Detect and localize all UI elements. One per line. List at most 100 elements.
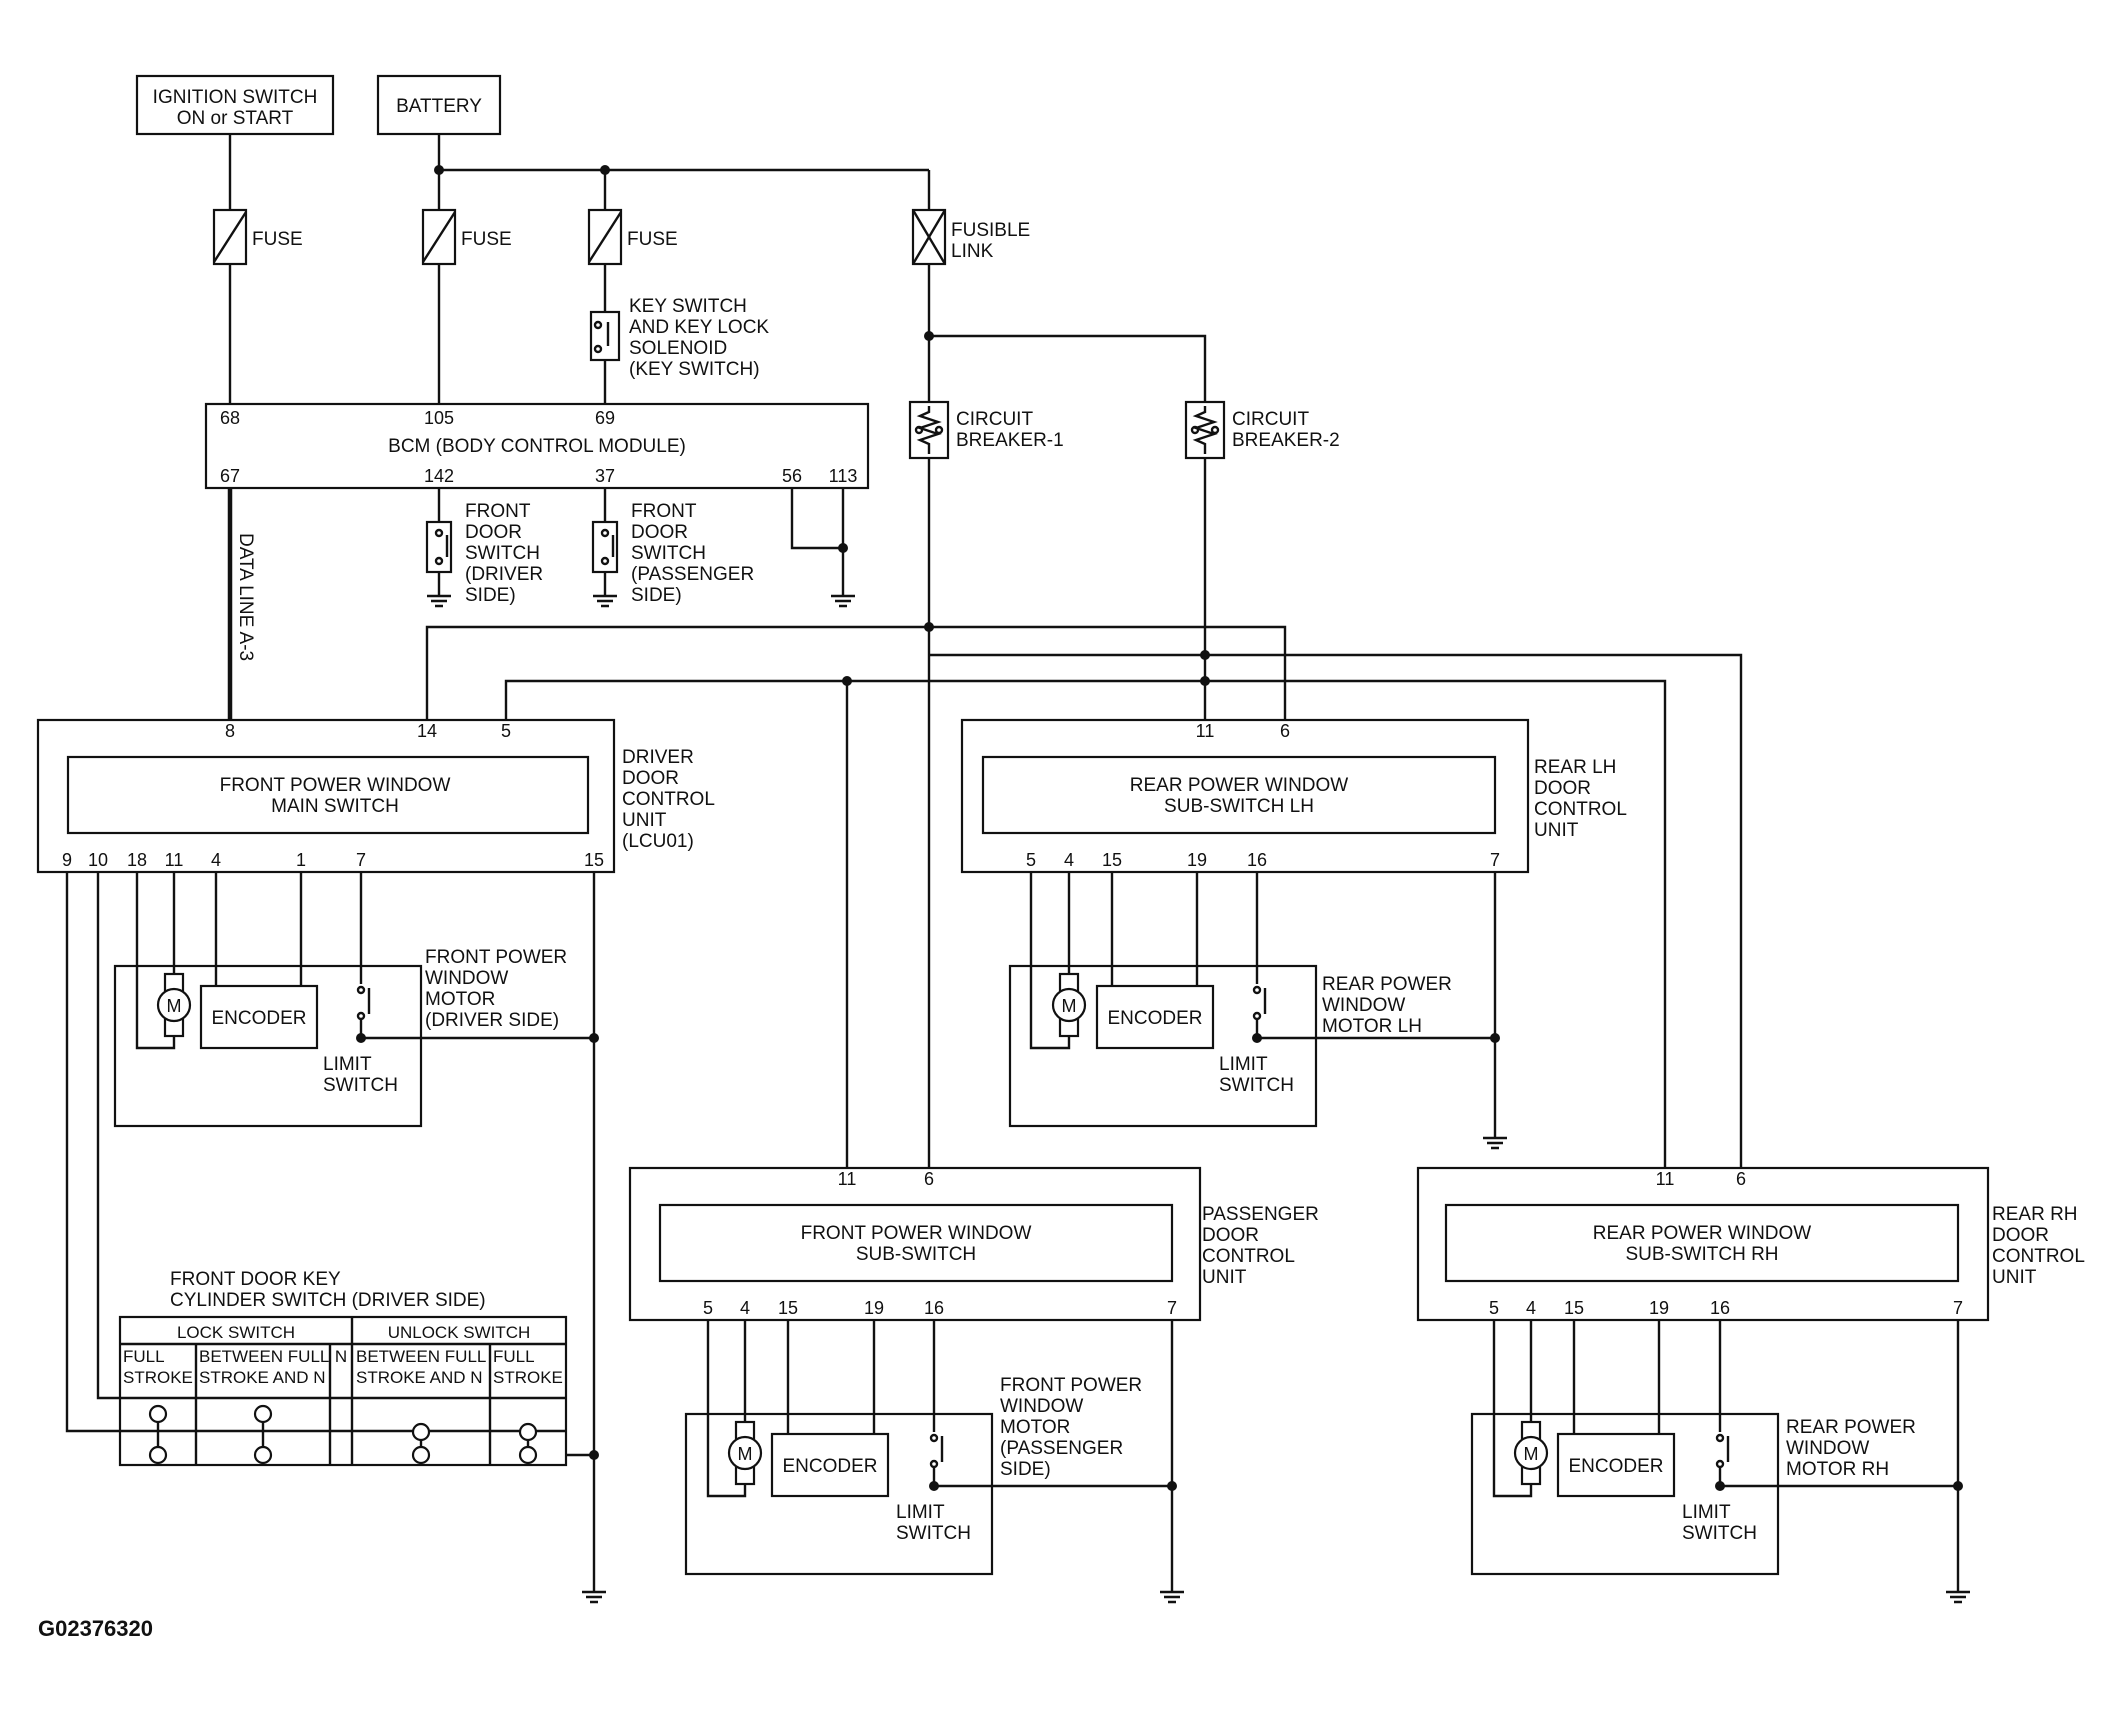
svg-text:(PASSENGER: (PASSENGER [1000, 1438, 1123, 1459]
svg-text:UNLOCK SWITCH: UNLOCK SWITCH [388, 1323, 531, 1342]
svg-text:SWITCH: SWITCH [631, 543, 706, 564]
svg-text:4: 4 [740, 1298, 750, 1318]
rear-rh-motor: M [1513, 1420, 1549, 1486]
svg-text:DOOR: DOOR [1992, 1225, 2049, 1246]
svg-text:FRONT: FRONT [465, 501, 531, 522]
svg-text:4: 4 [1526, 1298, 1536, 1318]
svg-text:FRONT POWER WINDOW: FRONT POWER WINDOW [801, 1223, 1032, 1244]
svg-text:LOCK SWITCH: LOCK SWITCH [177, 1323, 295, 1342]
rear-lh-door-control-unit: 11 6 REAR POWER WINDOW SUB-SWITCH LH 5 4… [960, 718, 1530, 874]
svg-text:18: 18 [127, 850, 147, 870]
svg-text:SIDE): SIDE) [631, 585, 682, 606]
svg-text:(KEY SWITCH): (KEY SWITCH) [629, 359, 760, 380]
svg-text:CYLINDER SWITCH (DRIVER SIDE): CYLINDER SWITCH (DRIVER SIDE) [170, 1290, 486, 1311]
svg-text:105: 105 [424, 408, 454, 428]
svg-text:SUB-SWITCH RH: SUB-SWITCH RH [1625, 1244, 1778, 1265]
svg-text:56: 56 [782, 466, 802, 486]
svg-text:UNIT: UNIT [1202, 1267, 1247, 1288]
svg-text:PASSENGER: PASSENGER [1202, 1204, 1319, 1225]
passenger-encoder: ENCODER [770, 1432, 890, 1498]
svg-text:11: 11 [1656, 1169, 1675, 1189]
svg-text:REAR RH: REAR RH [1992, 1204, 2078, 1225]
svg-text:11: 11 [838, 1169, 857, 1189]
svg-text:15: 15 [1564, 1298, 1584, 1318]
svg-text:STROKE: STROKE [493, 1368, 563, 1387]
svg-text:STROKE: STROKE [123, 1368, 193, 1387]
svg-text:5: 5 [501, 721, 511, 741]
svg-text:REAR POWER: REAR POWER [1322, 974, 1452, 995]
driver-door-control-unit: 8 14 5 FRONT POWER WINDOW MAIN SWITCH 9 … [36, 718, 616, 874]
svg-text:7: 7 [1490, 850, 1500, 870]
key-cylinder-switch-table: LOCK SWITCH UNLOCK SWITCH FULL STROKE BE… [118, 1315, 568, 1467]
rear-lh-limit-switch: LIMIT SWITCH [1219, 985, 1294, 1096]
svg-text:7: 7 [1167, 1298, 1177, 1318]
svg-text:STROKE AND N: STROKE AND N [356, 1368, 483, 1387]
svg-text:M: M [167, 996, 182, 1016]
circuit-breaker-2: CIRCUIT BREAKER-2 [1184, 400, 1340, 460]
svg-text:WINDOW: WINDOW [1000, 1396, 1083, 1417]
svg-text:CONTROL: CONTROL [622, 789, 715, 810]
svg-text:7: 7 [356, 850, 366, 870]
svg-text:WINDOW: WINDOW [425, 968, 508, 989]
svg-text:9: 9 [62, 850, 72, 870]
front-door-switch-passenger: FRONT DOOR SWITCH (PASSENGER SIDE) [591, 501, 754, 606]
svg-text:SWITCH: SWITCH [1219, 1075, 1294, 1096]
svg-text:MAIN SWITCH: MAIN SWITCH [271, 796, 399, 817]
svg-text:14: 14 [417, 721, 437, 741]
svg-text:ON or START: ON or START [177, 108, 294, 129]
svg-text:(DRIVER SIDE): (DRIVER SIDE) [425, 1010, 559, 1031]
svg-text:68: 68 [220, 408, 240, 428]
svg-text:LIMIT: LIMIT [323, 1054, 372, 1075]
svg-text:KEY SWITCH: KEY SWITCH [629, 296, 747, 317]
svg-text:WINDOW: WINDOW [1786, 1438, 1869, 1459]
svg-text:FUSE: FUSE [627, 229, 678, 250]
svg-text:SUB-SWITCH LH: SUB-SWITCH LH [1164, 796, 1314, 817]
rear-rh-door-control-unit: 11 6 REAR POWER WINDOW SUB-SWITCH RH 5 4… [1416, 1166, 1990, 1322]
svg-text:142: 142 [424, 466, 454, 486]
svg-text:SOLENOID: SOLENOID [629, 338, 727, 359]
svg-text:BETWEEN FULL: BETWEEN FULL [199, 1347, 329, 1366]
battery-box: BATTERY [376, 74, 502, 136]
svg-text:CIRCUIT: CIRCUIT [956, 409, 1033, 430]
svg-text:11: 11 [165, 850, 184, 870]
svg-text:FRONT: FRONT [631, 501, 697, 522]
svg-text:15: 15 [778, 1298, 798, 1318]
driver-encoder: ENCODER [199, 984, 319, 1050]
passenger-motor: M [727, 1420, 763, 1486]
svg-text:LIMIT: LIMIT [1682, 1502, 1731, 1523]
svg-text:(LCU01): (LCU01) [622, 831, 694, 852]
data-line-label: DATA LINE A-3 [235, 533, 256, 661]
svg-text:15: 15 [584, 850, 604, 870]
rear-lh-motor: M [1051, 972, 1087, 1038]
svg-text:CONTROL: CONTROL [1534, 799, 1627, 820]
svg-text:SWITCH: SWITCH [465, 543, 540, 564]
svg-text:LIMIT: LIMIT [896, 1502, 945, 1523]
svg-text:LINK: LINK [951, 241, 994, 262]
svg-text:FUSE: FUSE [252, 229, 303, 250]
svg-text:M: M [738, 1444, 753, 1464]
svg-text:11: 11 [1196, 721, 1215, 741]
svg-text:UNIT: UNIT [1992, 1267, 2037, 1288]
svg-text:6: 6 [1736, 1169, 1746, 1189]
svg-text:4: 4 [211, 850, 221, 870]
svg-text:67: 67 [220, 466, 240, 486]
svg-text:FUSE: FUSE [461, 229, 512, 250]
svg-text:ENCODER: ENCODER [211, 1008, 306, 1029]
svg-text:16: 16 [1710, 1298, 1730, 1318]
svg-text:DOOR: DOOR [465, 522, 522, 543]
svg-text:FRONT POWER: FRONT POWER [425, 947, 567, 968]
svg-text:BREAKER-2: BREAKER-2 [1232, 430, 1340, 451]
svg-text:6: 6 [924, 1169, 934, 1189]
svg-text:19: 19 [864, 1298, 884, 1318]
svg-text:DOOR: DOOR [631, 522, 688, 543]
svg-text:SUB-SWITCH: SUB-SWITCH [856, 1244, 976, 1265]
svg-text:MOTOR RH: MOTOR RH [1786, 1459, 1889, 1480]
svg-text:MOTOR: MOTOR [425, 989, 495, 1010]
svg-text:DOOR: DOOR [1202, 1225, 1259, 1246]
ignition-switch-box: IGNITION SWITCH ON or START [135, 74, 335, 136]
svg-text:IGNITION SWITCH: IGNITION SWITCH [153, 87, 318, 108]
svg-text:(PASSENGER: (PASSENGER [631, 564, 754, 585]
svg-text:CIRCUIT: CIRCUIT [1232, 409, 1309, 430]
svg-text:N: N [335, 1347, 347, 1366]
